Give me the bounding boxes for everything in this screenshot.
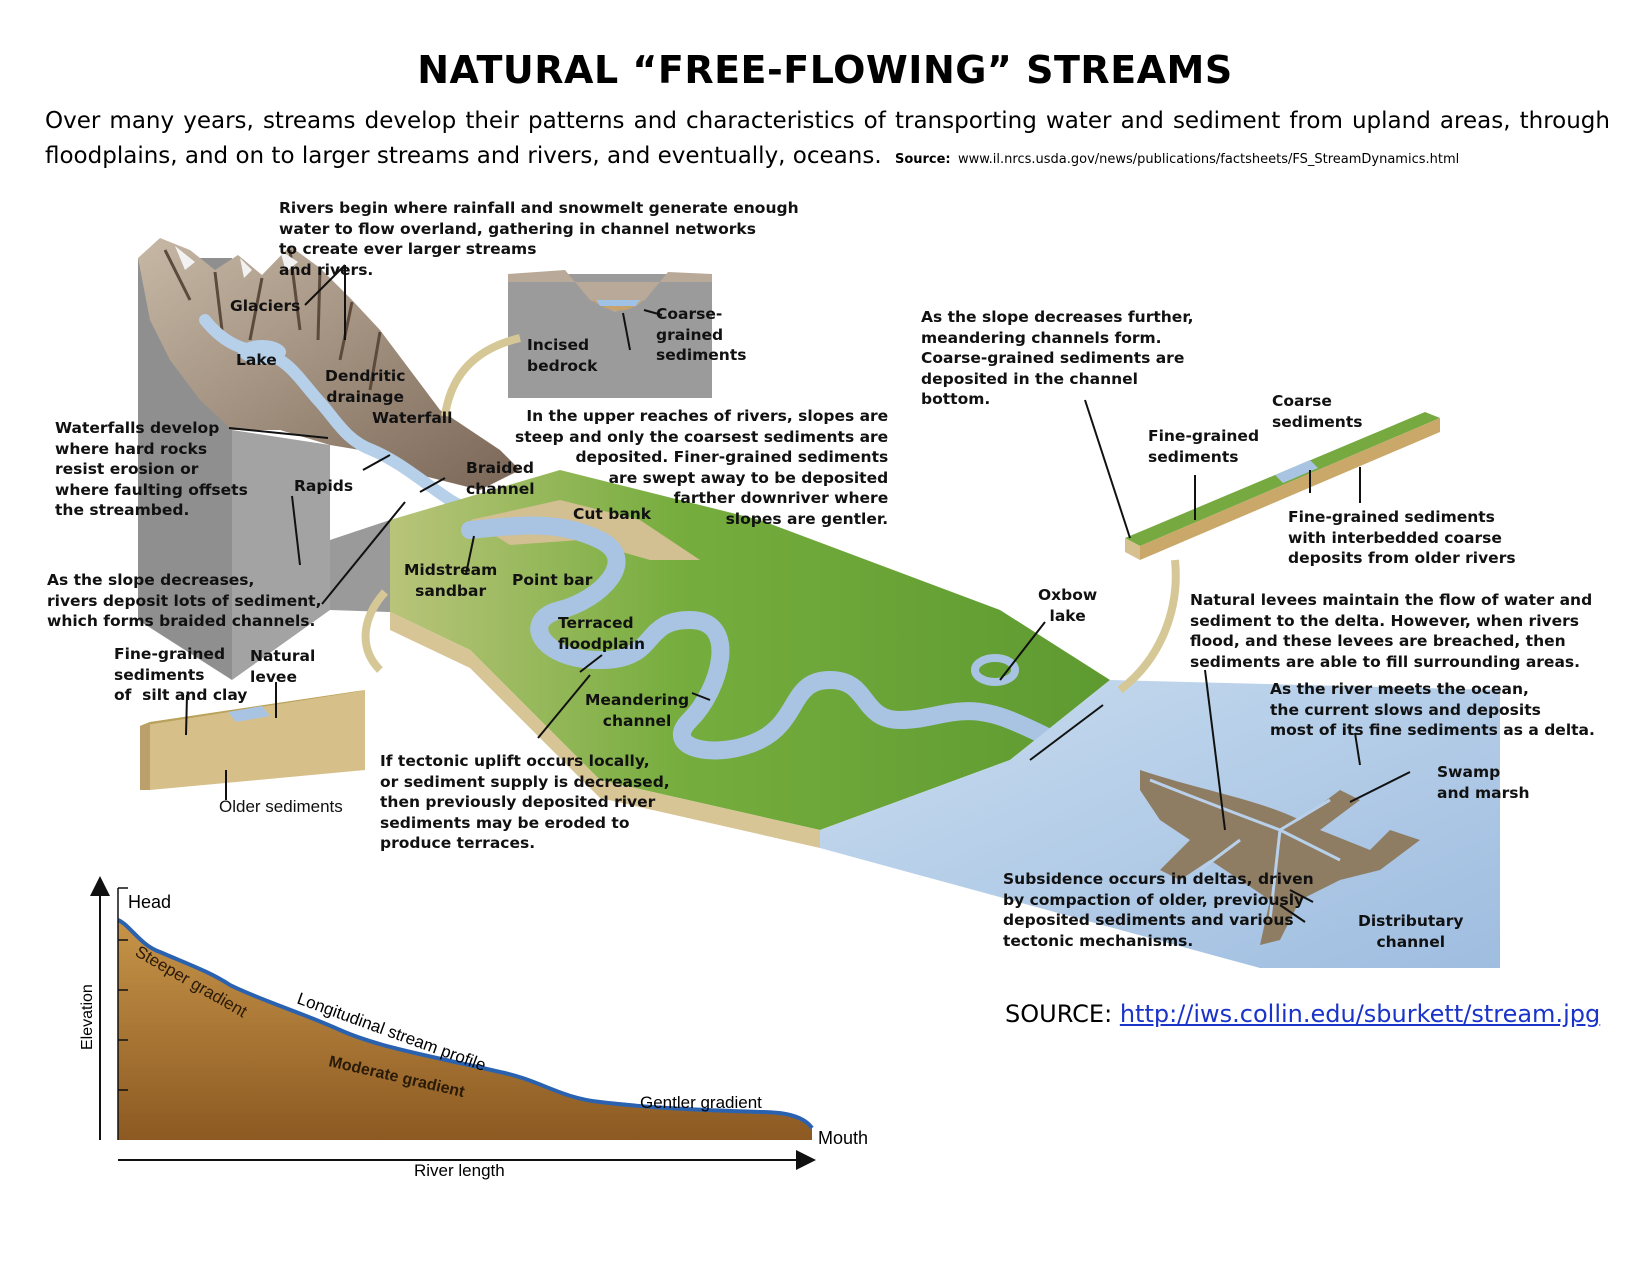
label-waterfalls-develop: Waterfalls develop where hard rocks resi… [55,419,248,519]
image-source-label: SOURCE: [1005,1000,1113,1028]
label-glaciers: Glaciers [230,297,301,315]
inset-coarse-strip-face [1125,538,1140,560]
longitudinal-profile-chart: Head Mouth Steeper gradient Longitudinal… [79,876,868,1180]
label-slope-decreases-further: As the slope decreases further, meanderi… [921,308,1194,408]
label-cut-bank: Cut bank [573,505,652,523]
image-source-link[interactable]: http://iws.collin.edu/sburkett/stream.jp… [1119,1000,1601,1028]
label-distributary-channel: Distributary channel [1358,912,1464,951]
inset-strip-water [1275,460,1318,483]
label-subsidence: Subsidence occurs in deltas, driven by c… [1003,870,1314,950]
label-point-bar: Point bar [512,571,593,589]
image-source: SOURCE: http://iws.collin.edu/sburkett/s… [1005,1000,1600,1028]
profile-gentler-label: Gentler gradient [640,1093,762,1112]
label-rivers-begin: Rivers begin where rainfall and snowmelt… [279,199,799,279]
label-swamp-marsh: Swamp and marsh [1437,763,1530,802]
label-coarse-sediments: Coarse sediments [1272,392,1363,431]
y-axis-ticks [118,887,128,1091]
label-waterfall: Waterfall [372,409,453,427]
delta [1140,770,1420,945]
profile-line [117,918,814,1130]
label-braided-channel: Braided channel [466,459,535,498]
inset-bedrock-top [508,270,712,312]
label-terraced-floodplain: Terraced floodplain [558,614,646,653]
intro-source-label: Source: [894,152,951,167]
label-older-sediments: Older sediments [219,797,343,816]
canyon-wall-face [330,520,390,612]
intro-source-url: www.il.nrcs.usda.gov/news/publications/f… [957,152,1460,167]
profile-fill [118,920,812,1140]
inset-bedrock-block [508,274,712,398]
profile-y-axis-label: Elevation [79,984,96,1050]
label-interbedded: Fine-grained sediments with interbedded … [1288,508,1516,567]
label-tectonic-uplift: If tectonic uplift occurs locally, or se… [380,752,670,852]
arrow-to-strip-inset [1117,559,1180,694]
meandering-river [461,516,1149,779]
cliff-face [232,430,330,680]
label-lake: Lake [236,351,277,369]
mountains [138,238,520,490]
mountain-ridges [163,249,382,391]
inset-levee-water [228,706,270,722]
label-midstream-sandbar: Midstream sandbar [404,561,498,600]
label-rapids: Rapids [294,477,354,495]
oxbow-lake-shape [971,654,1019,686]
label-slope-decreases: As the slope decreases, rivers deposit l… [47,571,322,630]
arrow-to-bedrock-inset [441,334,521,417]
inset-water [596,300,640,306]
arrow-to-levee-inset [361,589,389,673]
label-fine-grained-sediments: Fine-grained sediments [1148,427,1260,466]
ocean [820,680,1500,968]
label-dendritic-drainage: Dendritic drainage [325,367,406,406]
label-oxbow-lake: Oxbow lake [1038,586,1098,625]
lake-shape [238,340,286,364]
river-valley-land [390,470,1110,830]
label-natural-levees: Natural levees maintain the flow of wate… [1190,591,1593,671]
intro-paragraph: Over many years, streams develop their p… [45,104,1610,177]
profile-x-axis-label: River length [414,1161,505,1180]
profile-head-label: Head [128,892,171,912]
label-fine-grained-silt-clay: Fine-grained sediments of silt and clay [114,645,248,704]
leader-lines [185,264,1411,923]
profile-mouth-label: Mouth [818,1128,868,1148]
inset-levee-side [140,722,150,790]
label-incised-bedrock: Incised bedrock [527,336,598,375]
distributary-channels [1149,778,1341,921]
label-meets-ocean: As the river meets the ocean, the curren… [1270,680,1595,739]
intro-text: Over many years, streams develop their p… [45,108,1610,169]
label-meandering-channel: Meandering channel [585,691,690,730]
page-title: NATURAL “FREE-FLOWING” STREAMS [417,48,1233,92]
label-natural-levee: Natural levee [250,647,316,686]
valley-cliff-front [390,612,820,848]
label-upper-reaches: In the upper reaches of rivers, slopes a… [515,407,889,528]
label-coarse-grained-sediments: Coarse- grained sediments [656,305,747,364]
inset-coarse-strip-side [1140,418,1440,560]
